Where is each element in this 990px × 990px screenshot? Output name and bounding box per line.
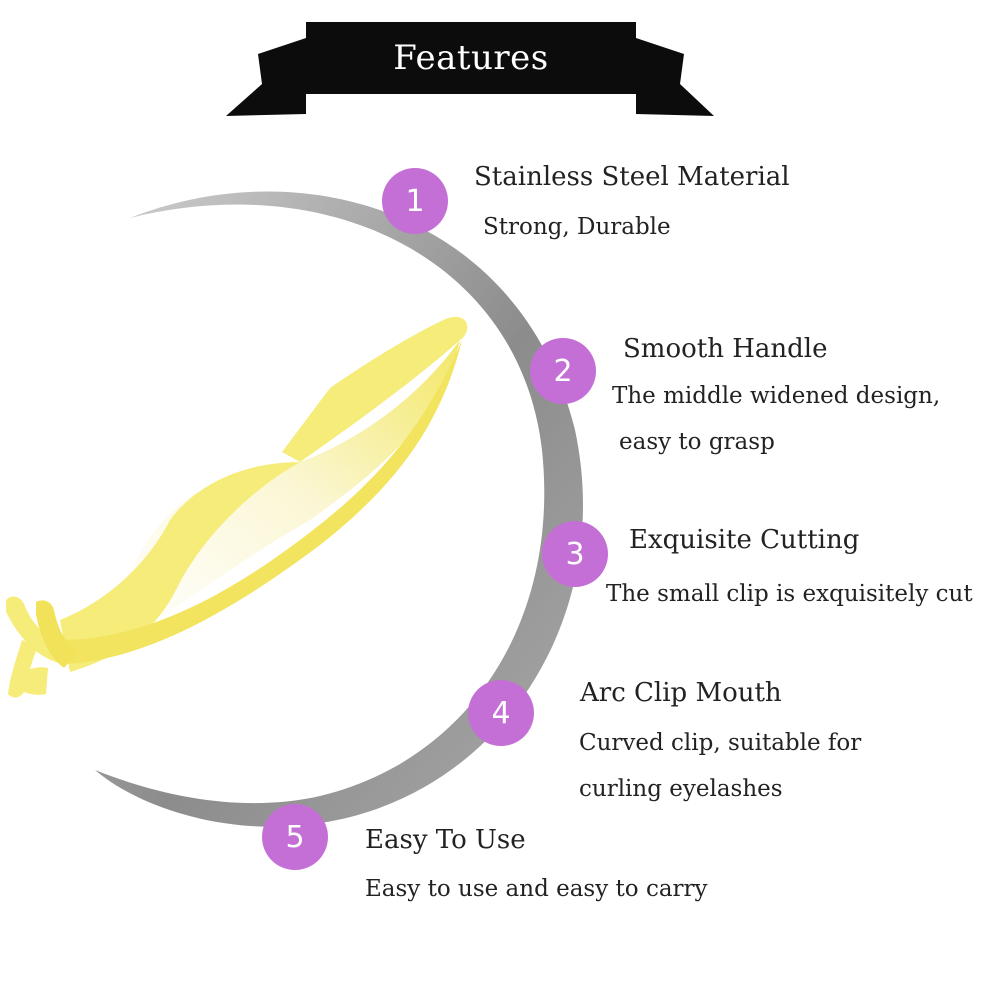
badge-number-5: 5 xyxy=(285,819,305,855)
feature-title-5: Easy To Use xyxy=(365,825,526,855)
badge-circle-4 xyxy=(468,680,534,746)
feature-desc-1-line-1: Strong, Durable xyxy=(483,214,671,240)
badge-number-2: 2 xyxy=(553,353,573,389)
feature-desc-2-line-1: The middle widened design, xyxy=(612,383,941,409)
feature-desc-4-line-1: Curved clip, suitable for xyxy=(579,730,862,756)
tool-blade xyxy=(120,340,460,630)
banner-left-ribbon xyxy=(226,38,306,116)
banner-main xyxy=(306,22,636,94)
badge-circle-5 xyxy=(262,804,328,870)
badge-circle-1 xyxy=(382,168,448,234)
feature-title-2: Smooth Handle xyxy=(623,334,828,364)
feature-desc-5-line-1: Easy to use and easy to carry xyxy=(365,876,708,902)
tool-handle xyxy=(282,316,468,462)
tool-body xyxy=(60,462,300,672)
feature-title-1: Stainless Steel Material xyxy=(474,162,790,192)
banner-right-ribbon xyxy=(636,38,714,116)
badge-number-3: 3 xyxy=(565,536,585,572)
feature-title-3: Exquisite Cutting xyxy=(629,525,860,555)
badge-number-4: 4 xyxy=(491,695,511,731)
feature-desc-2-line-2: easy to grasp xyxy=(619,429,775,455)
feature-title-4: Arc Clip Mouth xyxy=(580,678,782,708)
title-banner xyxy=(226,22,714,116)
eyelash-tool-icon xyxy=(6,316,468,698)
badge-circle-3 xyxy=(542,521,608,587)
tool-clip-tip-left xyxy=(8,640,38,698)
feature-desc-4-line-2: curling eyelashes xyxy=(579,776,783,802)
page-title: Features xyxy=(393,38,549,78)
badge-number-1: 1 xyxy=(405,183,425,219)
badge-circle-2 xyxy=(530,338,596,404)
tool-clip-tip-front xyxy=(36,600,78,668)
feature-badges xyxy=(262,168,608,870)
feature-desc-3-line-1: The small clip is exquisitely cut xyxy=(606,581,973,607)
